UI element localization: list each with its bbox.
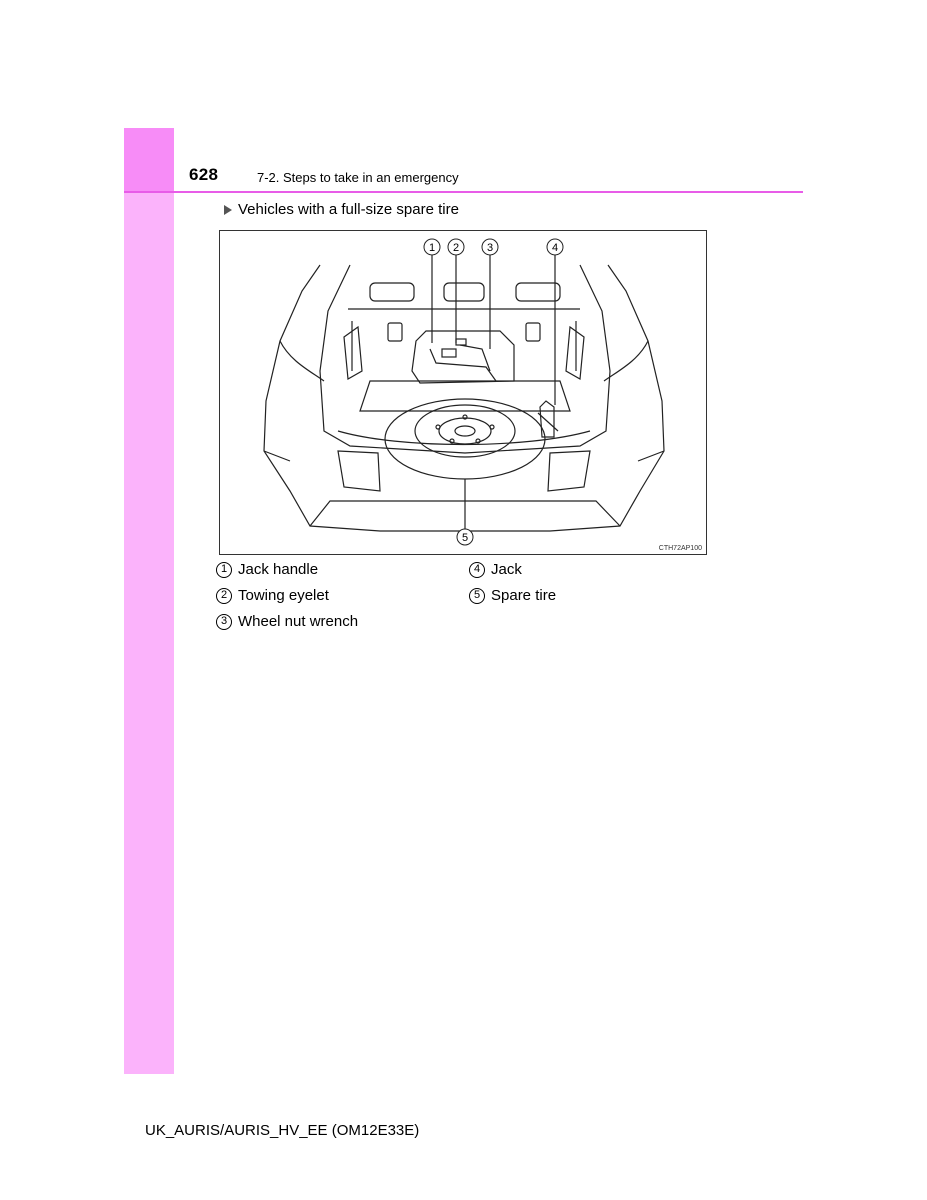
callout-3-circle <box>481 238 499 256</box>
legend-item: 2 Towing eyelet <box>216 587 329 604</box>
callout-1: 1 <box>429 242 435 254</box>
header-rule <box>124 191 803 193</box>
callout-2-circle <box>447 238 465 256</box>
legend-label: Jack handle <box>238 561 319 578</box>
legend-number: 3 <box>216 613 232 630</box>
legend-item: 5 Spare tire <box>469 587 556 604</box>
legend-number: 5 <box>469 587 485 604</box>
subheading-text: Vehicles with a full-size spare tire <box>238 201 459 218</box>
legend-label: Jack <box>491 561 522 578</box>
legend-item: 1 Jack handle <box>216 561 318 578</box>
legend-label: Wheel nut wrench <box>238 613 359 630</box>
callout-5: 5 <box>462 532 468 544</box>
legend-number: 1 <box>216 561 232 578</box>
legend-item: 4 Jack <box>469 561 522 578</box>
legend-label: Towing eyelet <box>238 587 329 604</box>
trunk-illustration: 1 2 3 4 5 CTH72AP100 <box>219 230 707 555</box>
figure-code: CTH72AP100 <box>658 545 702 552</box>
callout-5-circle <box>456 528 474 546</box>
trunk-drawing: 1 2 3 4 5 <box>263 238 665 546</box>
legend-label: Spare tire <box>491 587 557 604</box>
callout-4-circle <box>546 238 564 256</box>
subheading: Vehicles with a full-size spare tire <box>224 201 459 218</box>
header-tab-band <box>124 128 174 191</box>
legend-number: 4 <box>469 561 485 578</box>
legend-number: 2 <box>216 587 232 604</box>
page-number: 628 <box>189 165 219 184</box>
triangle-bullet-icon <box>224 204 232 215</box>
side-tab-band <box>124 128 174 1074</box>
callout-1-circle <box>423 238 441 256</box>
legend-item: 3 Wheel nut wrench <box>216 613 358 630</box>
callout-3: 3 <box>487 242 493 254</box>
footer-doc-id: UK_AURIS/AURIS_HV_EE (OM12E33E) <box>145 1122 420 1139</box>
callout-2: 2 <box>453 242 459 254</box>
callout-4: 4 <box>552 242 558 254</box>
section-title: 7-2. Steps to take in an emergency <box>257 170 459 185</box>
